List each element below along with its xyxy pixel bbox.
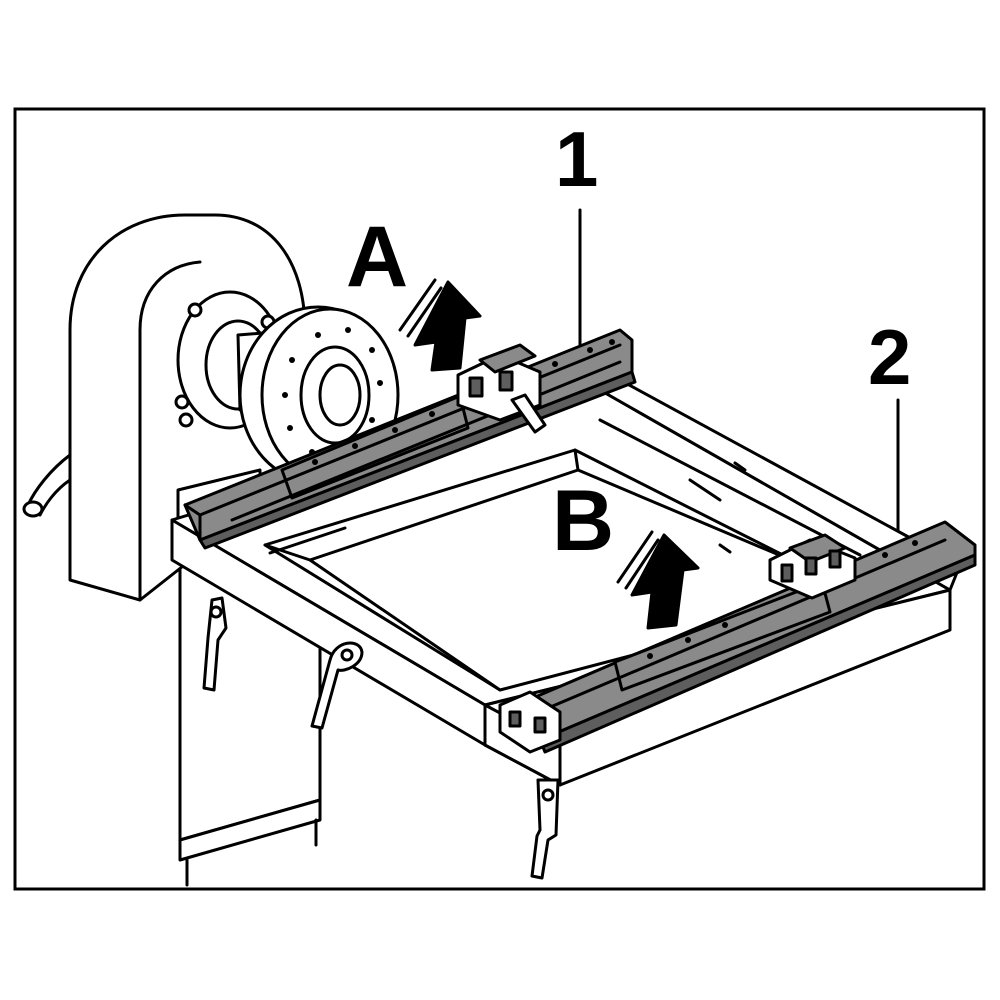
rail-one-holes (312, 339, 615, 465)
label-two: 2 (868, 313, 912, 401)
arrow-a-icon (398, 278, 482, 372)
clamp-lever-front (530, 778, 560, 880)
label-b: B (552, 473, 615, 569)
rail-one-carriage (456, 343, 547, 434)
rail-two-end-clamp (498, 690, 562, 754)
clamp-lever-middle (310, 641, 364, 730)
side-tube (22, 453, 72, 518)
rail-two-carriage (768, 533, 857, 600)
rail-two-holes (647, 540, 918, 659)
clamp-lever-left (202, 596, 228, 692)
label-one: 1 (555, 115, 599, 203)
label-a: A (346, 209, 409, 305)
arrow-b-icon (616, 530, 700, 630)
figure-border (13, 107, 986, 891)
wheel-bolt-holes (282, 327, 383, 455)
